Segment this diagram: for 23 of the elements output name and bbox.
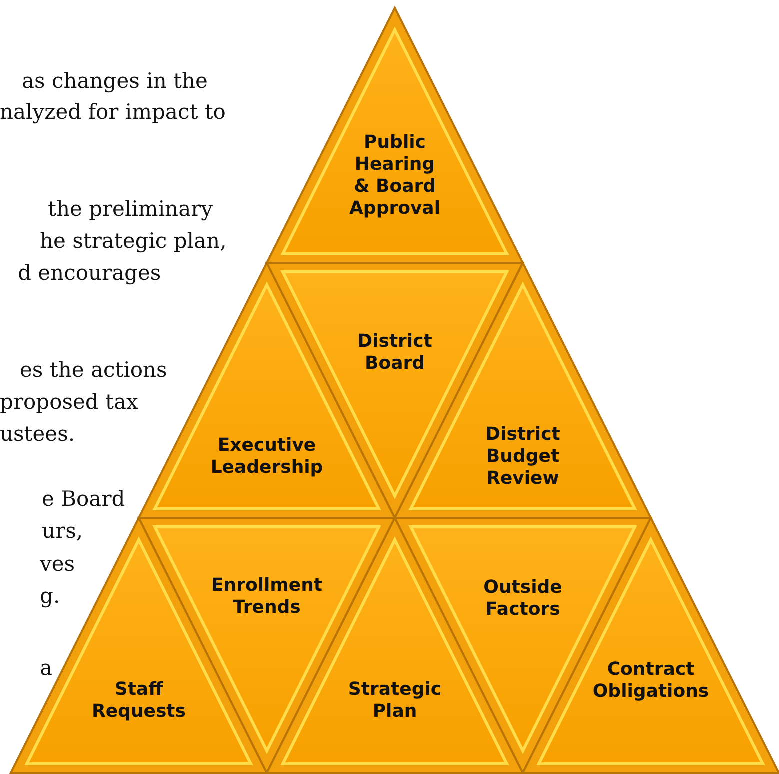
triangle-label: Executive Leadership [210,435,324,479]
triangle-label: Contract Obligations [592,659,710,703]
paragraph-text: a [40,655,53,681]
paragraph-text: es the actions [20,357,168,383]
triangle-label: Enrollment Trends [211,575,323,619]
triangle-label: District Board [358,331,432,375]
triangle-label: Strategic Plan [348,679,442,723]
paragraph-text: he strategic plan, [40,228,227,254]
paragraph-text: the preliminary [48,196,213,222]
paragraph-text: proposed tax [0,389,138,415]
paragraph-text: as changes in the [22,68,208,94]
paragraph-text: e Board [42,486,126,512]
paragraph-text: urs, [42,518,84,544]
paragraph-text: d encourages [18,260,162,286]
paragraph-text: nalyzed for impact to [0,99,226,125]
triangle-label: Staff Requests [92,679,186,723]
paragraph-text: g. [40,583,60,609]
triangle-label: District Budget Review [486,424,560,490]
paragraph-text: ves [40,551,76,577]
triangle-label: Public Hearing & Board Approval [350,132,440,220]
pyramid-triangle [267,8,523,263]
triangle-label: Outside Factors [484,577,562,621]
paragraph-text: ustees. [0,421,76,447]
